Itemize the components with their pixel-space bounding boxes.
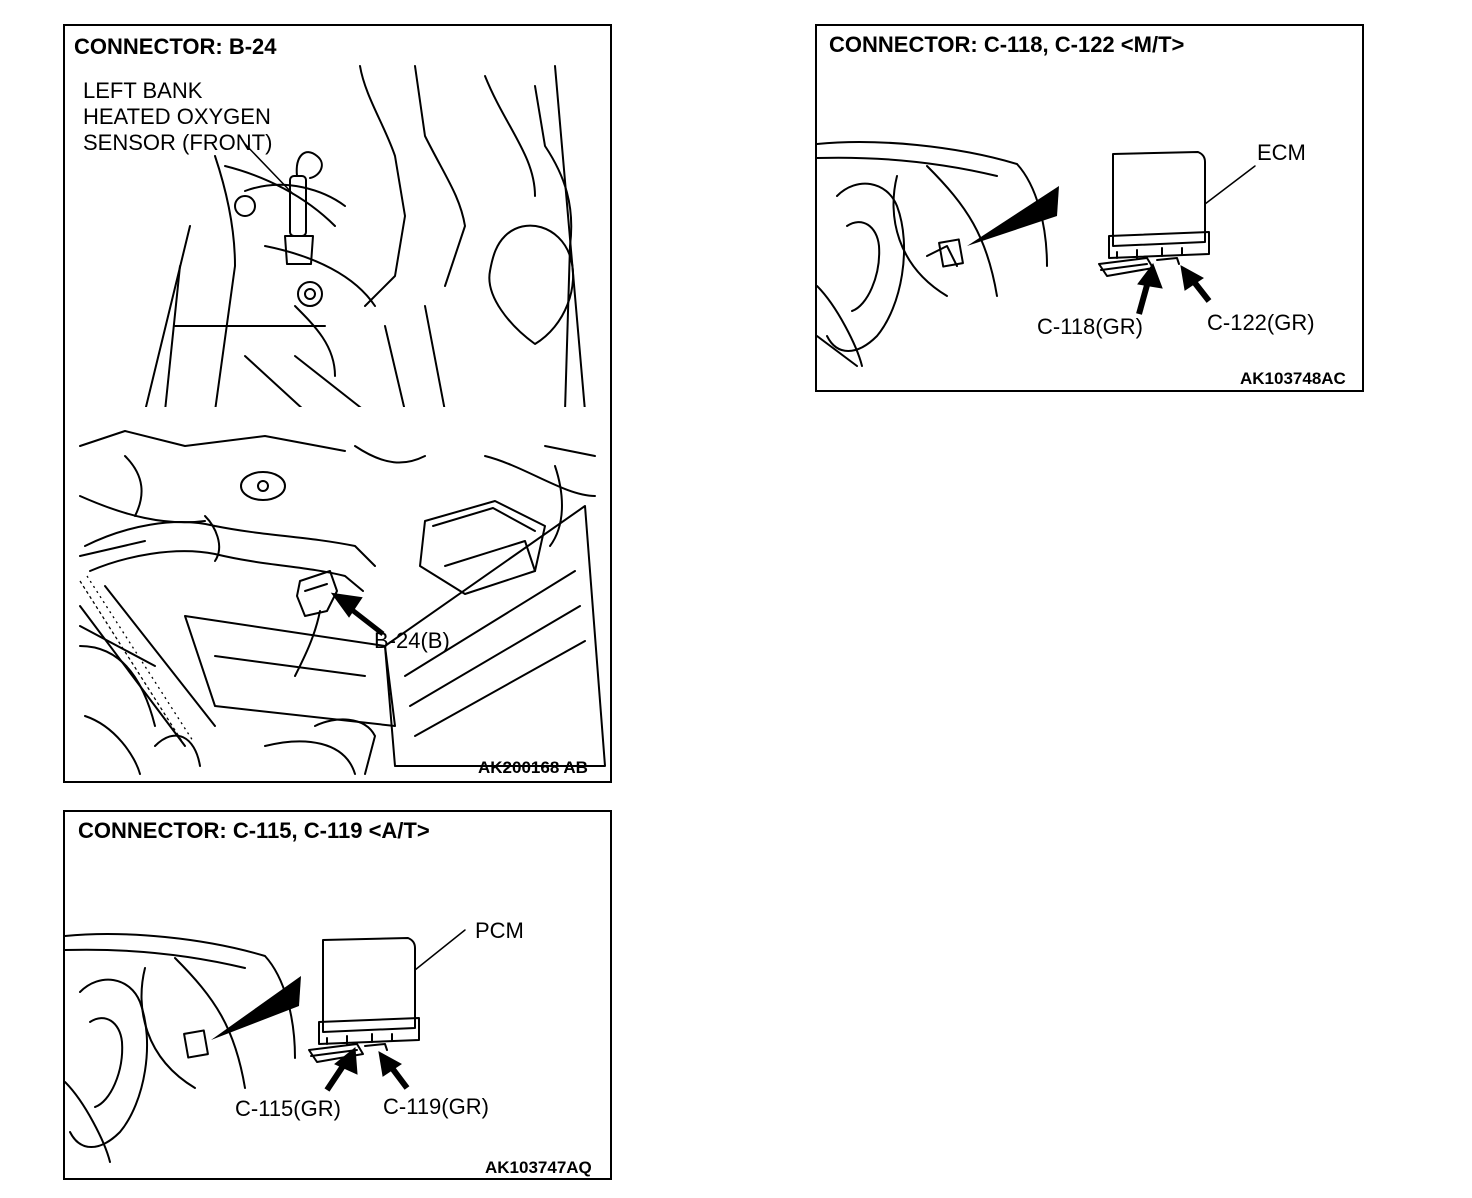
figure-code: AK103748AC — [1240, 369, 1346, 388]
sensor-label-line-1: LEFT BANK — [83, 78, 203, 103]
panel-title: CONNECTOR: C-118, C-122 <M/T> — [829, 32, 1185, 57]
panel-title: CONNECTOR: B-24 — [74, 34, 277, 59]
panel-title: CONNECTOR: C-115, C-119 <A/T> — [78, 818, 430, 843]
c119-callout: C-119(GR) — [383, 1094, 489, 1119]
b24-connector-callout: B-24(B) — [374, 628, 450, 653]
pcm-dashboard-illustration — [65, 929, 466, 1163]
sensor-label-line-3: SENSOR (FRONT) — [83, 130, 273, 155]
sensor-label-line-2: HEATED OXYGEN — [83, 104, 271, 129]
c115-callout: C-115(GR) — [235, 1096, 341, 1121]
pcm-label: PCM — [475, 918, 524, 943]
ecm-label: ECM — [1257, 140, 1306, 165]
figure-code: AK200168 AB — [478, 758, 588, 777]
c122-callout: C-122(GR) — [1207, 310, 1315, 335]
ecm-dashboard-illustration — [817, 141, 1256, 367]
b24-engine-illustration — [71, 65, 608, 775]
figure-code: AK103747AQ — [485, 1158, 592, 1177]
connector-c115-c119-panel: CONNECTOR: C-115, C-119 <A/T> PCM C-115(… — [63, 810, 612, 1180]
c118-callout: C-118(GR) — [1037, 314, 1143, 339]
connector-c118-c122-panel: CONNECTOR: C-118, C-122 <M/T> ECM C-118(… — [815, 24, 1364, 392]
connector-b24-panel: CONNECTOR: B-24 LEFT BANK HEATED OXYGEN … — [63, 24, 612, 783]
